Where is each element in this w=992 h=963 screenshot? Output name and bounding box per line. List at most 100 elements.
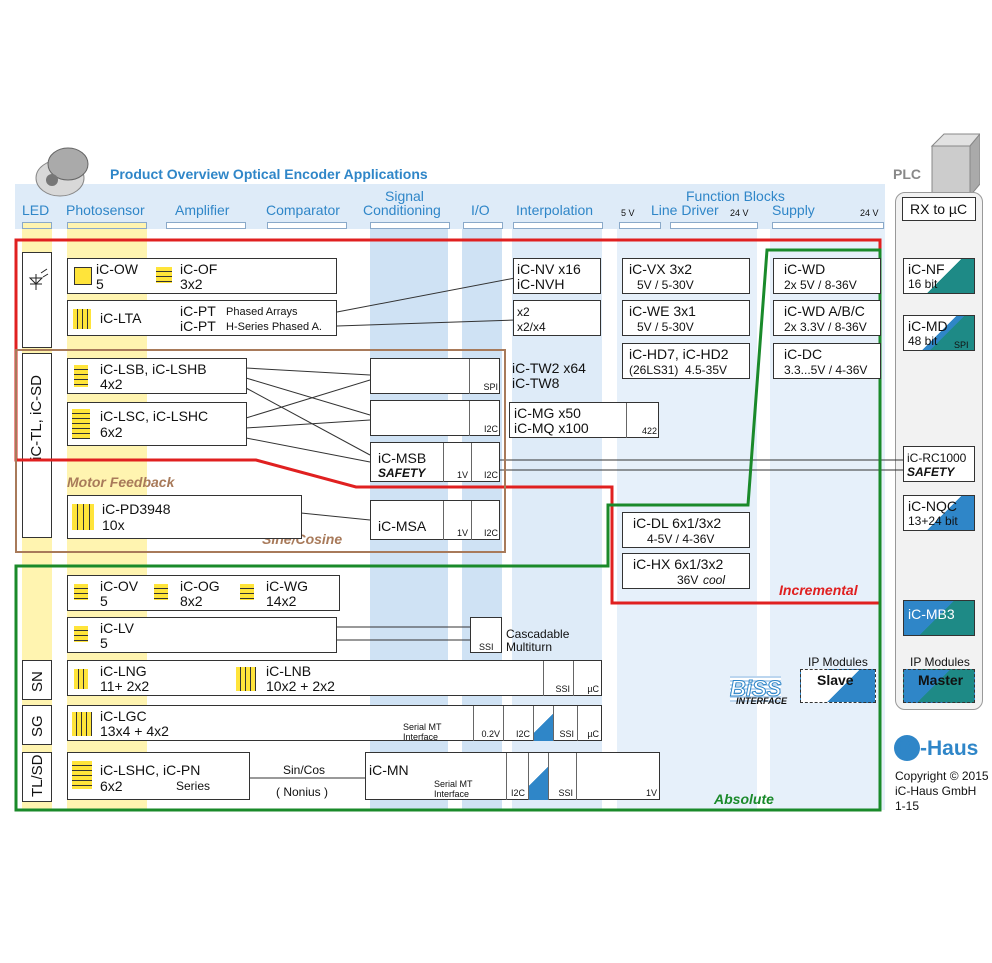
msb-1v-tag: 1V bbox=[443, 443, 471, 482]
nonius-label: ( Nonius ) bbox=[276, 785, 329, 799]
col-function-blocks: Function Blocks bbox=[686, 188, 785, 204]
ic-haus-logo-text: iC-Haus bbox=[899, 737, 979, 760]
col-amplifier: Amplifier bbox=[175, 202, 230, 218]
col-comparator: Comparator bbox=[266, 202, 340, 218]
lsb-chip-icon bbox=[74, 365, 88, 387]
rc1000-box: iC-RC1000 SAFETY bbox=[903, 446, 975, 482]
spi-cond-box: SPI bbox=[370, 358, 500, 394]
bar-led bbox=[22, 222, 52, 229]
msb-i2c-tag: I2C bbox=[471, 443, 501, 482]
of-chip-icon bbox=[156, 267, 172, 283]
lshc-box: iC-LSHC, iC-PN 6x2 Series bbox=[67, 752, 250, 800]
lv-chip-icon bbox=[74, 626, 88, 642]
og-chip-icon bbox=[154, 584, 168, 600]
bar-amp bbox=[166, 222, 246, 229]
ow-of-box: iC-OW 5 iC-OF 3x2 bbox=[67, 258, 337, 294]
biss-logo: BiSS INTERFACE bbox=[729, 676, 788, 707]
page-title: Product Overview Optical Encoder Applica… bbox=[110, 166, 428, 182]
bar-ld bbox=[670, 222, 758, 229]
bar-supply bbox=[772, 222, 884, 229]
lgc-ssi-tag: SSI bbox=[553, 706, 577, 741]
i2c-cond-box: I2C bbox=[370, 400, 500, 436]
bar-photo bbox=[67, 222, 147, 229]
wdabc-box: iC-WD A/B/C 2x 3.3V / 8-36V bbox=[773, 300, 881, 336]
mb3-box: iC-MB3 bbox=[903, 600, 975, 636]
biss-logo-word: BiSS bbox=[729, 676, 782, 702]
lgc-02v-tag: 0.2V bbox=[473, 706, 503, 741]
col-24v-ld: 24 V bbox=[730, 208, 749, 218]
lsb-box: iC-LSB, iC-LSHB 4x2 bbox=[67, 358, 247, 394]
lv-box: iC-LV 5 bbox=[67, 617, 337, 653]
ic-haus-logo-badge bbox=[894, 735, 920, 761]
wd-box: iC-WD 2x 5V / 8-36V bbox=[773, 258, 881, 294]
version: 1-15 bbox=[895, 799, 920, 813]
ow-chip-icon bbox=[74, 267, 92, 285]
multiturn-label: Multiturn bbox=[506, 640, 553, 654]
tl-sd-row bbox=[22, 353, 52, 538]
col-plc: PLC bbox=[893, 166, 921, 182]
md-box: iC-MD 48 bit SPI bbox=[903, 315, 975, 351]
col-io: I/O bbox=[471, 202, 490, 218]
bar-io bbox=[463, 222, 503, 229]
col-interpolation: Interpolation bbox=[516, 202, 594, 218]
dc-box: iC-DC 3.3...5V / 4-36V bbox=[773, 343, 881, 379]
bar-comp bbox=[267, 222, 347, 229]
lng-uc-tag: µC bbox=[573, 661, 602, 696]
mn-blue-arrow bbox=[528, 753, 548, 800]
bar-sig bbox=[370, 222, 450, 229]
mg-422-tag: 422 bbox=[626, 403, 660, 438]
col-signal-1: Signal bbox=[385, 188, 424, 204]
col-5v: 5 V bbox=[621, 208, 635, 218]
lsc-chip-icon bbox=[72, 409, 90, 439]
hx-box: iC-HX 6x1/3x2 36V cool bbox=[622, 553, 750, 589]
lgc-uc-tag: µC bbox=[577, 706, 602, 741]
led-row-top bbox=[22, 252, 52, 348]
motor-feedback-label: Motor Feedback bbox=[67, 474, 175, 490]
dl-box: iC-DL 6x1/3x2 4-5V / 4-36V bbox=[622, 512, 750, 548]
nf-box: iC-NF 16 bit bbox=[903, 258, 975, 294]
lgc-blue-arrow bbox=[533, 706, 553, 741]
bar-ld-small bbox=[619, 222, 661, 229]
lgc-box: iC-LGC 13x4 + 4x2 Serial MT Interface 0.… bbox=[67, 705, 602, 742]
msa-1v-tag: 1V bbox=[443, 501, 471, 540]
lng-ssi-tag: SSI bbox=[543, 661, 573, 696]
company: iC-Haus GmbH bbox=[895, 784, 977, 798]
sincos-label: Sin/Cos bbox=[283, 763, 326, 777]
plc-icon bbox=[930, 133, 980, 198]
msa-i2c-tag: I2C bbox=[471, 501, 501, 540]
ipm-master-box: IP Modules Master bbox=[900, 655, 978, 707]
lta-chip-icon bbox=[73, 309, 91, 329]
mn-1v-tag: 1V bbox=[576, 753, 660, 800]
encoder-icon bbox=[35, 147, 89, 197]
rx-to-uc: RX to µC bbox=[902, 197, 976, 221]
absolute-label: Absolute bbox=[714, 791, 774, 807]
col-signal-2: Conditioning bbox=[363, 202, 441, 218]
we-box: iC-WE 3x1 5V / 5-30V bbox=[622, 300, 750, 336]
ov-og-wg-box: iC-OV 5 iC-OG 8x2 iC-WG 14x2 bbox=[67, 575, 340, 611]
lshc-chip-icon bbox=[72, 761, 92, 789]
lnb-chip-icon bbox=[236, 667, 256, 691]
i2c-tag: I2C bbox=[469, 401, 501, 436]
col-photosensor: Photosensor bbox=[66, 202, 145, 218]
tl-sd-bottom-row bbox=[22, 752, 52, 802]
slave-block: Slave bbox=[800, 669, 876, 703]
ssi-multiturn-box: SSI bbox=[470, 617, 502, 653]
mn-i2c-tag: I2C bbox=[506, 753, 528, 800]
pt-interp-box: x2 x2/x4 bbox=[513, 300, 601, 336]
led-symbol-icon bbox=[28, 268, 49, 290]
col-24v-supply: 24 V bbox=[860, 208, 879, 218]
col-supply: Supply bbox=[772, 202, 815, 218]
incremental-label: Incremental bbox=[779, 582, 858, 598]
pd3948-chip-icon bbox=[72, 504, 94, 530]
msa-box: iC-MSA 1V I2C bbox=[370, 500, 500, 540]
ov-chip-icon bbox=[74, 584, 88, 600]
msb-box: iC-MSB SAFETY 1V I2C bbox=[370, 442, 500, 482]
pd3948-box: iC-PD3948 10x bbox=[67, 495, 302, 539]
lgc-chip-icon bbox=[72, 712, 92, 736]
hd-box: iC-HD7, iC-HD2 (26LS31) 4.5-35V bbox=[622, 343, 750, 379]
lgc-i2c-tag: I2C bbox=[503, 706, 533, 741]
col-line-driver: Line Driver bbox=[651, 202, 719, 218]
vx-box: iC-VX 3x2 5V / 5-30V bbox=[622, 258, 750, 294]
cascadable-label: Cascadable bbox=[506, 627, 570, 641]
